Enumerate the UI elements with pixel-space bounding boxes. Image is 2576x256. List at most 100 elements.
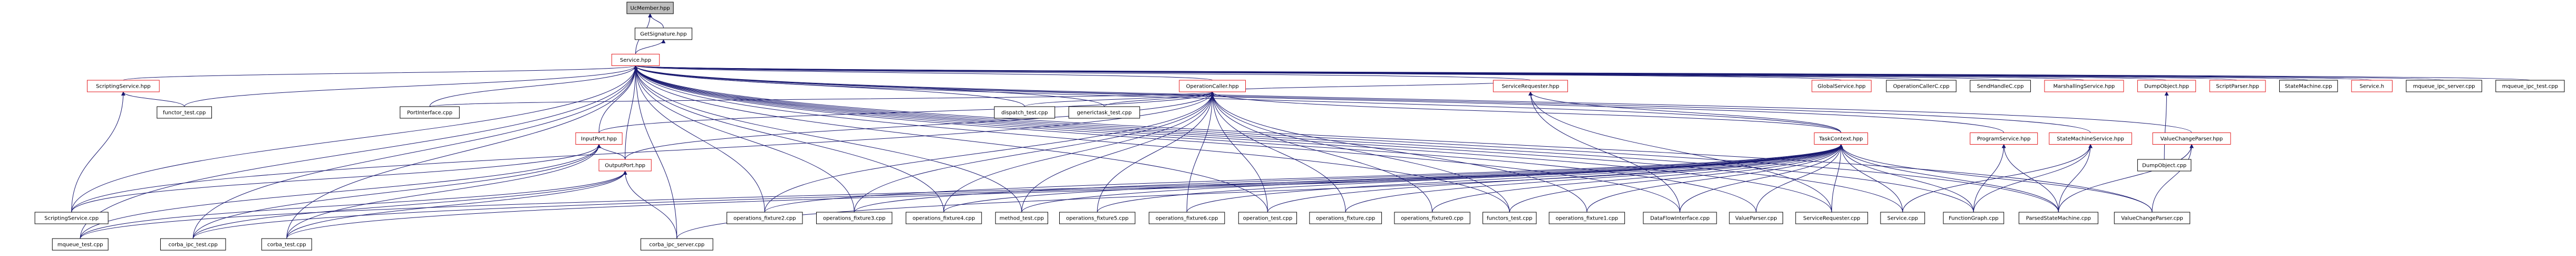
node-box-operations_fixture5[interactable] [1059, 212, 1136, 224]
node-portinterface[interactable]: PortInterface.cpp [400, 106, 460, 119]
node-box-portinterface[interactable] [400, 106, 460, 119]
node-statemachineservice[interactable]: StateMachineService.hpp [2049, 132, 2132, 145]
node-box-scriptingservice_cpp[interactable] [34, 212, 109, 224]
node-box-dispatch_test[interactable] [994, 106, 1055, 119]
node-marshalling[interactable]: MarshallingService.hpp [2044, 80, 2124, 92]
node-box-functiongraph[interactable] [1943, 212, 2004, 224]
node-generictask_test[interactable]: generictask_test.cpp [1068, 106, 1140, 119]
node-box-statemachine_cpp[interactable] [2279, 80, 2338, 92]
node-box-operations_fixture[interactable] [1309, 212, 1382, 224]
node-operations_fixture0[interactable]: operations_fixture0.cpp [1394, 212, 1470, 224]
node-box-operations_fixture3[interactable] [816, 212, 893, 224]
node-box-valuechangeparser_hpp[interactable] [2152, 132, 2231, 145]
node-operationcallerc[interactable]: OperationCallerC.cpp [1886, 80, 1957, 92]
node-box-mqueue_ipc_test[interactable] [2495, 80, 2565, 92]
node-box-globalservice[interactable] [1812, 80, 1872, 92]
node-box-statemachineservice[interactable] [2049, 132, 2132, 145]
node-box-valuechangeparser_cpp[interactable] [2114, 212, 2191, 224]
node-inputport[interactable]: InputPort.hpp [575, 132, 623, 145]
node-method_test[interactable]: method_test.cpp [995, 212, 1048, 224]
node-box-service[interactable] [611, 54, 660, 66]
node-box-scriptparser[interactable] [2209, 80, 2266, 92]
node-service[interactable]: Service.hpp [611, 54, 660, 66]
node-getsig[interactable]: GetSignature.hpp [634, 27, 692, 40]
node-outputport[interactable]: OutputPort.hpp [598, 159, 652, 172]
node-dumpobject_hpp[interactable]: DumpObject.hpp [2137, 80, 2196, 92]
node-servicerequester_cpp[interactable]: ServiceRequester.cpp [1795, 212, 1868, 224]
node-box-operations_fixture0[interactable] [1394, 212, 1470, 224]
node-mqueue_ipc_test[interactable]: mqueue_ipc_test.cpp [2495, 80, 2565, 92]
node-box-corba_ipc_server[interactable] [640, 238, 713, 251]
node-box-service_cpp[interactable] [1880, 212, 1925, 224]
node-box-servicei[interactable] [2351, 80, 2393, 92]
node-box-programservice[interactable] [1970, 132, 2038, 145]
node-functiongraph[interactable]: FunctionGraph.cpp [1943, 212, 2004, 224]
node-box-operations_fixture2[interactable] [727, 212, 803, 224]
node-box-marshalling[interactable] [2044, 80, 2124, 92]
node-operations_fixture2[interactable]: operations_fixture2.cpp [727, 212, 803, 224]
node-globalservice[interactable]: GlobalService.hpp [1812, 80, 1872, 92]
node-operations_fixture5[interactable]: operations_fixture5.cpp [1059, 212, 1136, 224]
node-statemachine_cpp[interactable]: StateMachine.cpp [2279, 80, 2338, 92]
node-operations_fixture[interactable]: operations_fixture.cpp [1309, 212, 1382, 224]
node-corba_test[interactable]: corba_test.cpp [261, 238, 312, 251]
node-box-dumpobject_cpp[interactable] [2137, 159, 2192, 172]
node-valuechangeparser_hpp[interactable]: ValueChangeParser.hpp [2152, 132, 2231, 145]
node-box-getsig[interactable] [634, 27, 692, 40]
node-valueparser[interactable]: ValueParser.cpp [1729, 212, 1784, 224]
node-dataflowinterface[interactable]: DataFlowInterface.cpp [1643, 212, 1717, 224]
node-operations_fixture3[interactable]: operations_fixture3.cpp [816, 212, 893, 224]
node-corba_ipc_server[interactable]: corba_ipc_server.cpp [640, 238, 713, 251]
node-dumpobject_cpp[interactable]: DumpObject.cpp [2137, 159, 2192, 172]
node-box-operations_fixture1[interactable] [1548, 212, 1625, 224]
node-service_cpp[interactable]: Service.cpp [1880, 212, 1925, 224]
node-box-ucmember[interactable] [626, 2, 674, 14]
node-box-functors_test[interactable] [1482, 212, 1537, 224]
node-ucmember[interactable]: UcMember.hpp [626, 2, 674, 14]
node-corba_ipc_test[interactable]: corba_ipc_test.cpp [160, 238, 226, 251]
node-box-corba_ipc_test[interactable] [160, 238, 226, 251]
node-scripting_hpp[interactable]: ScriptingService.hpp [86, 80, 160, 92]
node-servicerequester_hpp[interactable]: ServiceRequester.hpp [1493, 80, 1568, 92]
node-box-servicerequester_cpp[interactable] [1795, 212, 1868, 224]
node-scriptparser[interactable]: ScriptParser.hpp [2209, 80, 2266, 92]
node-box-mqueue_server[interactable] [2406, 80, 2482, 92]
node-dispatch_test[interactable]: dispatch_test.cpp [994, 106, 1055, 119]
node-scriptingservice_cpp[interactable]: ScriptingService.cpp [34, 212, 109, 224]
node-box-method_test[interactable] [995, 212, 1048, 224]
node-box-outputport[interactable] [598, 159, 652, 172]
node-functor_test[interactable]: functor_test.cpp [157, 106, 212, 119]
node-box-operations_fixture6[interactable] [1148, 212, 1225, 224]
node-taskcontext_hpp[interactable]: TaskContext.hpp [1814, 132, 1868, 145]
node-programservice[interactable]: ProgramService.hpp [1970, 132, 2038, 145]
node-box-operationcaller_hpp[interactable] [1179, 80, 1246, 92]
node-box-operation_test[interactable] [1238, 212, 1297, 224]
node-box-generictask_test[interactable] [1068, 106, 1140, 119]
node-box-inputport[interactable] [575, 132, 623, 145]
node-parsedstatemachine[interactable]: ParsedStateMachine.cpp [2018, 212, 2098, 224]
node-box-dataflowinterface[interactable] [1643, 212, 1717, 224]
node-operations_fixture1[interactable]: operations_fixture1.cpp [1548, 212, 1625, 224]
node-operations_fixture6[interactable]: operations_fixture6.cpp [1148, 212, 1225, 224]
node-operation_test[interactable]: operation_test.cpp [1238, 212, 1297, 224]
node-operations_fixture4[interactable]: operations_fixture4.cpp [905, 212, 982, 224]
node-box-functor_test[interactable] [157, 106, 212, 119]
node-mqueue_server[interactable]: mqueue_ipc_server.cpp [2406, 80, 2482, 92]
node-box-corba_test[interactable] [261, 238, 312, 251]
node-operationcaller_hpp[interactable]: OperationCaller.hpp [1179, 80, 1246, 92]
node-box-dumpobject_hpp[interactable] [2137, 80, 2196, 92]
node-box-operations_fixture4[interactable] [905, 212, 982, 224]
node-box-taskcontext_hpp[interactable] [1814, 132, 1868, 145]
node-valuechangeparser_cpp[interactable]: ValueChangeParser.cpp [2114, 212, 2191, 224]
node-box-scripting_hpp[interactable] [86, 80, 160, 92]
node-box-sendhandlec[interactable] [1970, 80, 2031, 92]
node-functors_test[interactable]: functors_test.cpp [1482, 212, 1537, 224]
node-mqueue_test[interactable]: mqueue_test.cpp [52, 238, 109, 251]
node-box-servicerequester_hpp[interactable] [1493, 80, 1568, 92]
node-sendhandlec[interactable]: SendHandleC.cpp [1970, 80, 2031, 92]
node-box-valueparser[interactable] [1729, 212, 1784, 224]
node-servicei[interactable]: Service.h [2351, 80, 2393, 92]
node-box-operationcallerc[interactable] [1886, 80, 1957, 92]
node-box-mqueue_test[interactable] [52, 238, 109, 251]
node-box-parsedstatemachine[interactable] [2018, 212, 2098, 224]
